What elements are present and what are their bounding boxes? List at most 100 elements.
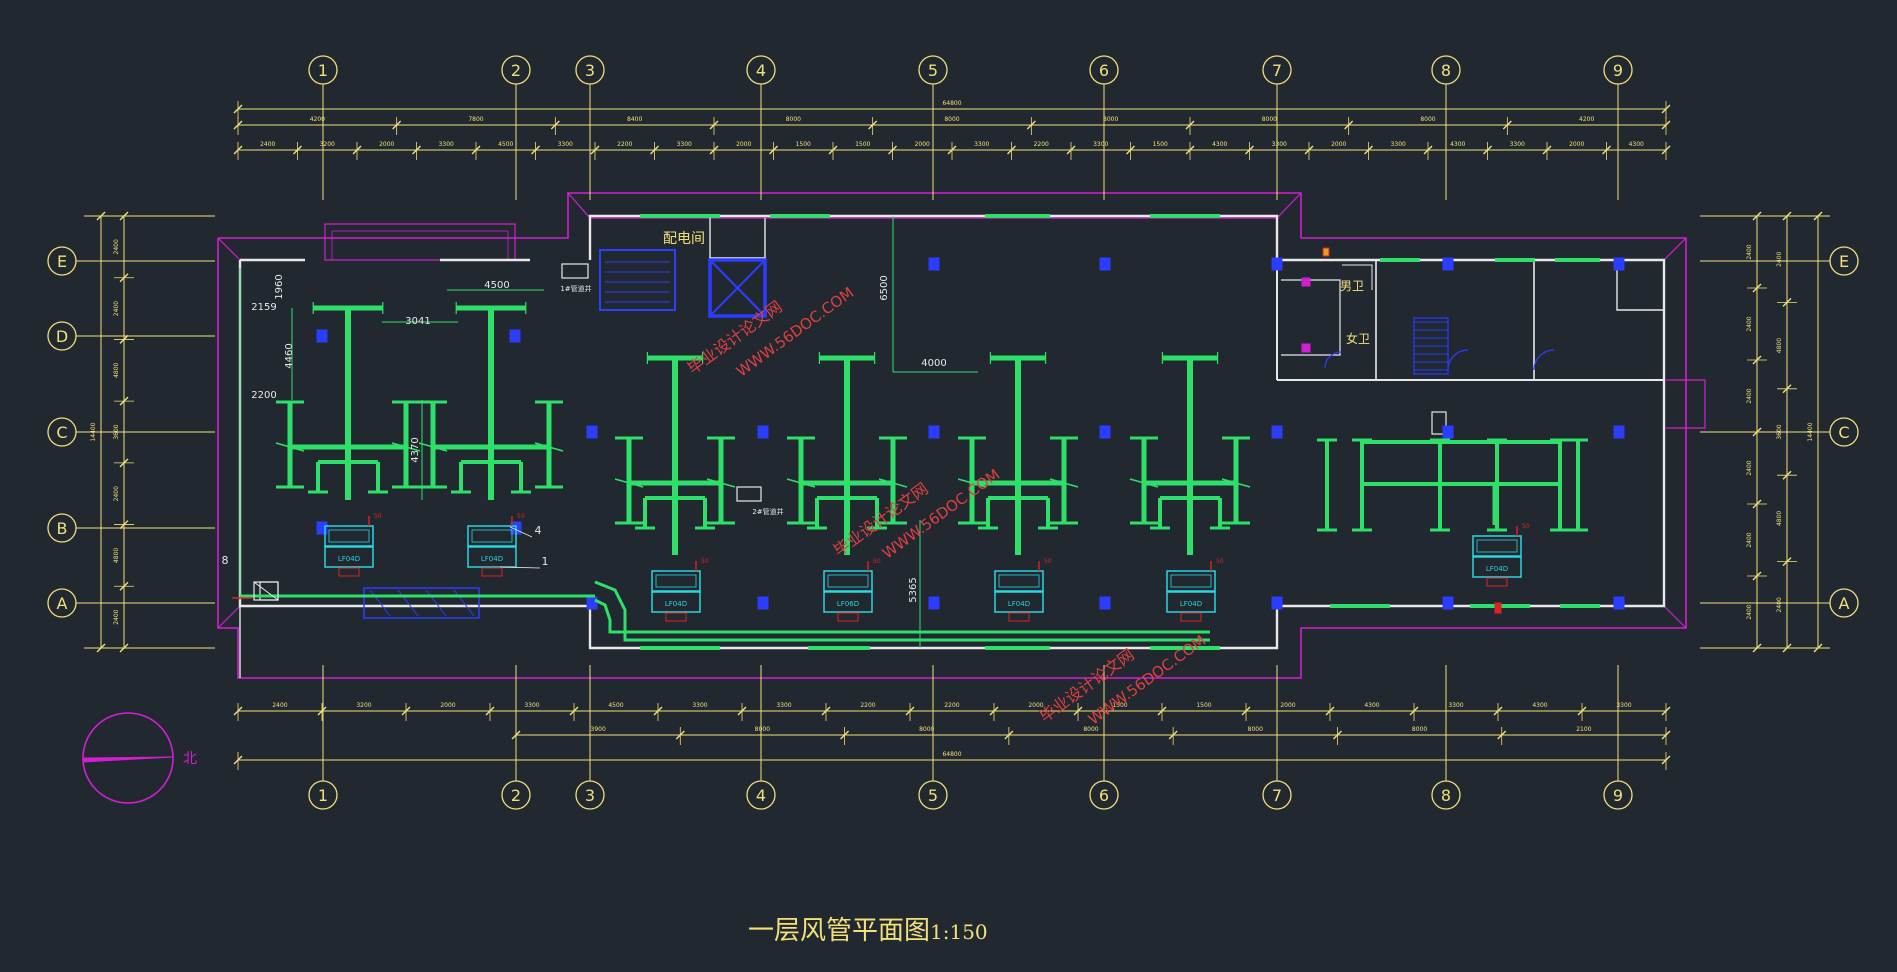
axis-label-top-8: 8 bbox=[1441, 61, 1451, 80]
duct-branch-tap bbox=[418, 442, 448, 452]
axis-label-top-3: 3 bbox=[585, 61, 595, 80]
unit-top bbox=[823, 570, 873, 592]
unit-top-inner bbox=[655, 574, 697, 588]
axis-label-left-C: C bbox=[56, 423, 67, 442]
column-marker bbox=[316, 329, 328, 343]
column-marker bbox=[1271, 596, 1283, 610]
unit-label-5: LF04D bbox=[1180, 600, 1202, 608]
plan-dim-3041: 3041 bbox=[405, 316, 430, 327]
dim-top-2-label: 2000 bbox=[736, 141, 751, 148]
dim-top-2-label: 1500 bbox=[1153, 141, 1168, 148]
dim-top-1-label: 8000 bbox=[944, 116, 959, 123]
unit-top-inner bbox=[827, 574, 869, 588]
unit-valve bbox=[338, 567, 360, 577]
room-womens-restroom: 女卫 bbox=[1346, 331, 1370, 346]
dim-top-1-label: 8000 bbox=[1262, 116, 1277, 123]
axis-label-bottom-7: 7 bbox=[1272, 786, 1282, 805]
electrical-panel-x2 bbox=[709, 259, 766, 317]
column-marker bbox=[1271, 257, 1283, 271]
dim-bottom-1-label: 3200 bbox=[356, 702, 371, 709]
axis-label-top-1: 1 bbox=[318, 61, 328, 80]
unit-body bbox=[651, 591, 701, 613]
dim-top-2-label: 4300 bbox=[1212, 141, 1227, 148]
axis-label-bottom-8: 8 bbox=[1441, 786, 1451, 805]
axis-label-top-5: 5 bbox=[928, 61, 938, 80]
dim-top-2-label: 3300 bbox=[1093, 141, 1108, 148]
plan-dim-4000: 4000 bbox=[921, 358, 946, 369]
column-marker bbox=[757, 596, 769, 610]
column-marker bbox=[928, 257, 940, 271]
axis-label-left-B: B bbox=[57, 519, 68, 538]
dim-bottom-1-label: 2200 bbox=[944, 702, 959, 709]
wall-east-wing bbox=[1277, 258, 1666, 608]
column-marker bbox=[586, 425, 598, 439]
unit-top-inner bbox=[998, 574, 1040, 588]
unit-valve bbox=[1486, 577, 1508, 587]
inlet-box-x bbox=[253, 581, 279, 601]
unit-body bbox=[1166, 591, 1216, 613]
column-marker bbox=[757, 425, 769, 439]
axis-label-bottom-4: 4 bbox=[756, 786, 766, 805]
column-marker bbox=[1099, 425, 1111, 439]
unit-top-inner bbox=[1476, 539, 1518, 553]
duct-branch-tap bbox=[706, 478, 736, 488]
unit-top-inner bbox=[328, 529, 370, 543]
unit-top bbox=[651, 570, 701, 592]
callout-leader-4 bbox=[509, 526, 533, 538]
axis-label-right-E: E bbox=[1839, 252, 1849, 271]
dim-left-label: 2400 bbox=[113, 609, 120, 624]
watermarks: 毕业设计论文网WWW.56DOC.COM毕业设计论文网WWW.56DOC.COM… bbox=[684, 283, 1209, 728]
dim-top-1-label: 8000 bbox=[1103, 116, 1118, 123]
dim-right-inner-label: 2400 bbox=[1746, 460, 1753, 475]
unit-valve bbox=[665, 612, 687, 622]
column-marker bbox=[1099, 596, 1111, 610]
dim-top-2-label: 4300 bbox=[1629, 141, 1644, 148]
duct-branch-tap bbox=[957, 478, 987, 488]
dim-top-overall-label: 64800 bbox=[942, 100, 961, 107]
dim-bottom-1-label: 2000 bbox=[440, 702, 455, 709]
room-shaft-2: 2#管道井 bbox=[752, 507, 783, 516]
column-marker bbox=[1613, 425, 1625, 439]
dim-bottom-1-label: 3300 bbox=[524, 702, 539, 709]
dim-right-inner-label: 2400 bbox=[1746, 532, 1753, 547]
title-text: 一层风管平面图 bbox=[748, 916, 931, 946]
unit-top bbox=[1472, 535, 1522, 557]
dim-top-2-label: 4300 bbox=[1450, 141, 1465, 148]
stair-electrical-west bbox=[599, 249, 676, 311]
axis-label-bottom-2: 2 bbox=[511, 786, 521, 805]
dim-bottom-1-label: 2000 bbox=[1280, 702, 1295, 709]
dim-top-2-label: 2000 bbox=[1331, 141, 1346, 148]
axis-label-top-2: 2 bbox=[511, 61, 521, 80]
unit-label-4: LF04D bbox=[1008, 600, 1030, 608]
dim-bottom-1-label: 3300 bbox=[1616, 702, 1631, 709]
dim-top-2-label: 3200 bbox=[320, 141, 335, 148]
dim-bottom-1-label: 1500 bbox=[1112, 702, 1127, 709]
duct-branch-tap bbox=[614, 478, 644, 488]
unit-body bbox=[994, 591, 1044, 613]
unit-valve bbox=[1008, 612, 1030, 622]
dim-bottom-2-label: 8000 bbox=[755, 726, 770, 733]
dim-right-inner-label: 2400 bbox=[1746, 244, 1753, 259]
outline-chamfer-right bbox=[1663, 237, 1687, 261]
dim-top-1-label: 4200 bbox=[1579, 116, 1594, 123]
column-marker bbox=[928, 596, 940, 610]
unit-top bbox=[467, 525, 517, 547]
unit-top-inner bbox=[1170, 574, 1212, 588]
dim-right-label: 2400 bbox=[1776, 251, 1783, 266]
east-entrance-outline bbox=[1666, 379, 1706, 429]
duct-branch-tap bbox=[878, 478, 908, 488]
dim-bottom-1-label: 1500 bbox=[1196, 702, 1211, 709]
unit-pipe-size: 50 bbox=[1522, 523, 1530, 530]
blue-section-hatch bbox=[425, 589, 447, 617]
axis-label-top-9: 9 bbox=[1613, 61, 1623, 80]
duct-network bbox=[239, 214, 1600, 650]
door-swing-3 bbox=[1324, 351, 1342, 369]
column-marker bbox=[928, 425, 940, 439]
outline-chamfer-top bbox=[567, 192, 1302, 219]
axis-label-bottom-3: 3 bbox=[585, 786, 595, 805]
unit-valve bbox=[1180, 612, 1202, 622]
duct-branch-tap bbox=[786, 478, 816, 488]
callout-8: 8 bbox=[222, 554, 229, 567]
column-marker bbox=[509, 329, 521, 343]
unit-label-3: LF06D bbox=[837, 600, 859, 608]
